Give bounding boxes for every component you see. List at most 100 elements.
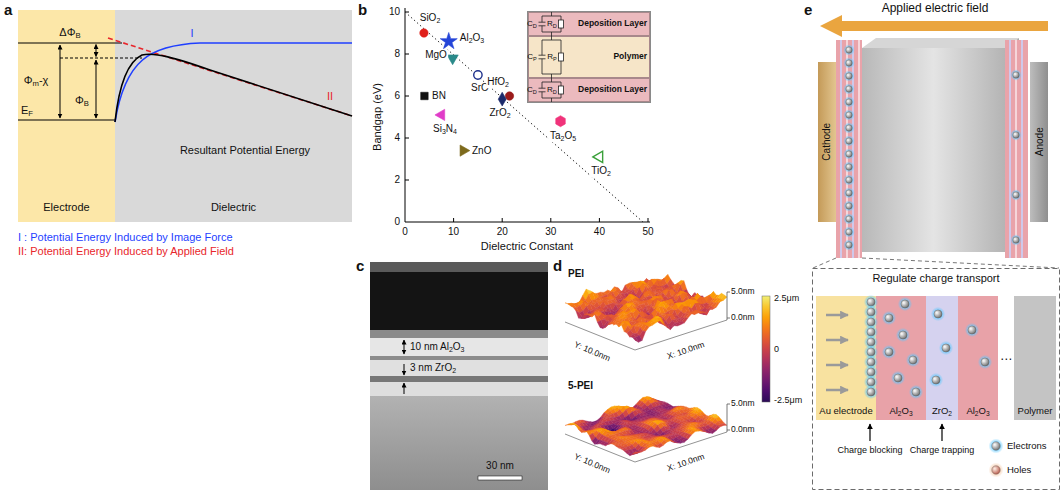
key-text: I : Potential Energy Induced by Image Fo… bbox=[18, 231, 233, 244]
text-run: BN bbox=[432, 90, 446, 101]
text-run: 2 bbox=[452, 367, 456, 374]
text-run: X: 10.0nm bbox=[666, 339, 706, 361]
data-point bbox=[460, 145, 470, 156]
figure-graphic bbox=[624, 450, 630, 453]
data-point bbox=[440, 32, 457, 48]
text-run: 30 nm bbox=[486, 460, 514, 471]
text-run: ZrO bbox=[932, 405, 948, 416]
electron-glow bbox=[939, 341, 953, 355]
cathode-plate-fill bbox=[818, 62, 836, 222]
text-run: Charge blocking bbox=[837, 445, 902, 455]
node-text: Polymer bbox=[613, 52, 647, 62]
node-text: Polymer bbox=[1018, 406, 1053, 417]
text-run: C bbox=[527, 52, 533, 61]
material-label: Al2O3 bbox=[459, 32, 486, 44]
electron bbox=[846, 99, 852, 105]
figure-graphic bbox=[717, 299, 723, 303]
electron bbox=[867, 368, 875, 376]
electron-glow bbox=[896, 328, 910, 342]
text-run: b bbox=[358, 1, 367, 18]
curve-label: Resultant Potential Energy bbox=[180, 144, 310, 157]
material-label: HfO2 bbox=[486, 76, 510, 88]
electron-glow bbox=[906, 353, 920, 367]
node-text: Au electrode bbox=[819, 406, 872, 417]
tick-label: 40 bbox=[594, 226, 605, 238]
text-run: Φ bbox=[24, 74, 33, 86]
text-run: SiO bbox=[420, 12, 437, 23]
axis-label: 5.0nm bbox=[731, 287, 755, 297]
electron-glow bbox=[965, 323, 979, 337]
scale-bar-label: 30 nm bbox=[486, 460, 514, 472]
figure-graphic bbox=[1009, 40, 1011, 258]
text-run: 30 bbox=[545, 226, 556, 237]
text-run: Si bbox=[433, 123, 442, 134]
figure-graphic bbox=[370, 396, 548, 490]
figure-graphic bbox=[826, 314, 848, 317]
node-text: Deposition Layer bbox=[578, 19, 647, 29]
text-run: 0.0nm bbox=[731, 312, 755, 322]
node-text: Cathode bbox=[821, 123, 833, 161]
axis-label: X: 10.0nm bbox=[666, 340, 706, 362]
figure-graphic bbox=[559, 53, 564, 61]
figure-graphic bbox=[630, 334, 636, 338]
cathode-plate: Cathode bbox=[818, 62, 836, 222]
electron-glow bbox=[882, 345, 896, 359]
text-run: B bbox=[75, 31, 80, 40]
node-text: Deposition Layer bbox=[578, 85, 647, 95]
text-run: ΔΦ bbox=[59, 26, 75, 38]
circuit-symbol: RD bbox=[547, 85, 557, 94]
ellipsis: ⋯ bbox=[1000, 353, 1012, 367]
text-run: R bbox=[547, 85, 553, 94]
panel-letter: d bbox=[553, 257, 562, 274]
text-run: Dielectric Constant bbox=[481, 240, 573, 252]
colorbar-label: 2.5μm bbox=[774, 293, 799, 303]
alumina-layer: Al2O3 bbox=[876, 296, 926, 420]
text-run: II: Potential Energy Induced by Applied … bbox=[18, 245, 234, 257]
electron-glow bbox=[898, 297, 912, 311]
figure-graphic bbox=[60, 45, 61, 118]
swatch-glow bbox=[989, 439, 1004, 454]
tick-label: 10 bbox=[389, 6, 400, 18]
text-run: 0.0nm bbox=[731, 424, 755, 434]
mechanism-label: Charge blocking bbox=[837, 445, 902, 455]
node-text: Al2O3 bbox=[889, 406, 912, 417]
anode-plate: Anode bbox=[1030, 62, 1048, 222]
figure-graphic bbox=[581, 315, 587, 319]
electron bbox=[846, 125, 852, 131]
figure-graphic bbox=[1021, 40, 1023, 258]
figure-graphic bbox=[840, 40, 842, 258]
axis-label: Y: 10.0nm bbox=[572, 340, 611, 364]
text-run: Polymer bbox=[1018, 405, 1053, 416]
text-run: E bbox=[21, 104, 28, 116]
text-run: Al bbox=[889, 405, 897, 416]
text-run: 3 nm ZrO bbox=[410, 362, 452, 373]
illustration bbox=[18, 8, 1059, 490]
electron bbox=[846, 216, 852, 222]
material-label: BN bbox=[431, 90, 447, 102]
figure-graphic bbox=[370, 262, 548, 490]
text-run: ZrO bbox=[489, 107, 506, 118]
electron bbox=[867, 318, 875, 326]
figure-graphic bbox=[862, 258, 1059, 268]
text-run: 3 bbox=[442, 128, 446, 135]
electron-glow bbox=[931, 307, 945, 321]
axis-title: Bandgap (eV) bbox=[371, 83, 384, 151]
legend-item: Holes bbox=[988, 462, 1031, 478]
figure-graphic bbox=[115, 54, 352, 122]
data-point bbox=[498, 92, 506, 106]
electron-glow bbox=[1010, 189, 1022, 201]
text-run: O bbox=[979, 405, 986, 416]
figure-graphic bbox=[862, 48, 1005, 252]
text-run: -2.5μm bbox=[774, 395, 802, 405]
panel-letter: b bbox=[358, 1, 367, 18]
tick-label: 0 bbox=[394, 216, 400, 228]
colorbar-label: 0 bbox=[774, 344, 779, 354]
text-run: 2 bbox=[898, 410, 902, 417]
figure-graphic bbox=[826, 339, 848, 342]
electron-glow bbox=[843, 239, 855, 251]
figure-graphic bbox=[643, 325, 649, 331]
curve-label: I bbox=[190, 27, 193, 40]
node-text: Electrode bbox=[43, 201, 89, 214]
electron-glow bbox=[843, 226, 855, 238]
circuit-symbol: CD bbox=[527, 85, 537, 94]
